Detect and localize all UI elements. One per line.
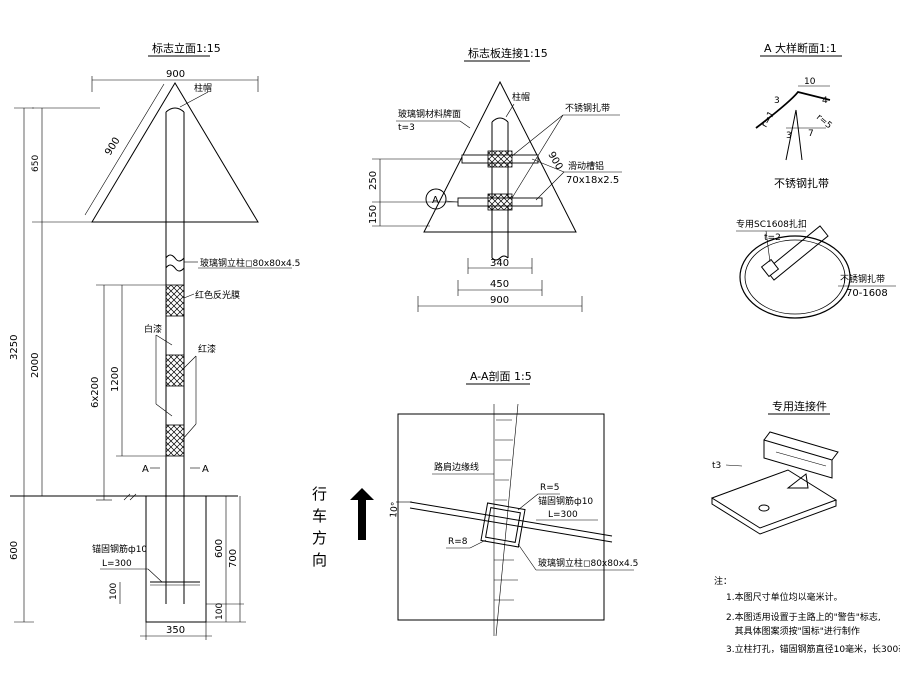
foundation-width-dim: 350: [166, 625, 185, 636]
connector-title: 专用连接件: [772, 399, 827, 413]
detail-a-callout: [425, 188, 447, 210]
section-post: [480, 502, 526, 548]
dim-2000: 2000: [30, 353, 41, 378]
board-cap-label: 柱帽: [512, 91, 530, 103]
red-paint-label: 红漆: [198, 343, 216, 355]
elevation-width-dim: 900: [166, 69, 185, 80]
anchor-rebar: [409, 501, 613, 537]
detail-r5: r=5: [814, 113, 833, 132]
note-1: 1.本图尺寸单位均以毫米计。: [726, 591, 843, 603]
dim-100-right: 100: [215, 603, 225, 620]
connector-base-plate: [710, 469, 838, 529]
section-r5: R=5: [540, 483, 560, 493]
post-cap: [165, 107, 185, 113]
buckle-thickness: t=2: [764, 233, 781, 243]
connector-thickness: t3: [712, 461, 721, 471]
section-anchor-label: 锚固钢筋ф10: [538, 495, 593, 507]
detail-a-mark: A: [432, 195, 439, 206]
frp-face-label: 玻璃钢材料牌面: [398, 108, 461, 120]
dim-900: 900: [490, 295, 509, 306]
dim-250: 250: [368, 171, 379, 190]
direction-char-1: 行: [312, 485, 327, 503]
dim-650: 650: [31, 155, 41, 172]
connector-view: 专用连接件 t3: [710, 399, 839, 535]
notes-heading: 注：: [714, 575, 732, 587]
elevation-anchor-label: 锚固钢筋ф10: [92, 543, 147, 555]
warning-triangle: [91, 82, 259, 223]
direction-char-3: 方: [312, 529, 327, 547]
detail-dim-3a: 3: [774, 96, 780, 106]
strap-view: 不锈钢扎带 专用SC1608扎扣 t=2 不锈钢扎带 70-1608: [736, 176, 896, 319]
elevation-anchor-length: L=300: [102, 559, 132, 569]
section-angle: 10°: [389, 501, 401, 518]
detail-dim-3b: 3: [786, 131, 792, 141]
frp-thickness: t=3: [398, 123, 415, 133]
slide-rail-label: 滑动槽铝: [568, 160, 604, 172]
note-3: 3.立柱打孔，锚固钢筋直径10毫米，长300毫米。: [726, 643, 900, 655]
dim-1200: 1200: [110, 367, 121, 392]
detail-dim-4: 4: [822, 96, 828, 106]
elevation-cap-label: 柱帽: [194, 82, 212, 94]
strap-label: 不锈钢扎带: [840, 273, 885, 285]
strap-ring: [739, 235, 851, 319]
note-2: 2.本图适用设置于主路上的"警告"标志,: [726, 611, 881, 623]
concrete-foundation: [145, 495, 207, 623]
section-mark-left: A: [142, 464, 149, 475]
section-mark-right: A: [202, 464, 209, 475]
slide-rail-size: 70x18x2.5: [566, 175, 619, 186]
board-title: 标志板连接1:15: [468, 46, 548, 60]
section-aa-title: A-A剖面 1:5: [470, 369, 532, 383]
reflective-band-2: [165, 354, 185, 387]
reflective-band-1: [165, 284, 185, 317]
notes: 注： 1.本图尺寸单位均以毫米计。 2.本图适用设置于主路上的"警告"标志, 其…: [714, 575, 900, 655]
special-buckle-label: 专用SC1608扎扣: [736, 218, 807, 230]
dim-100-left: 100: [109, 583, 119, 600]
direction-char-4: 向: [312, 551, 327, 569]
section-anchor-length: L=300: [548, 510, 578, 520]
strap-title: 不锈钢扎带: [774, 176, 829, 190]
dim-700: 700: [228, 549, 239, 568]
elevation-view: 标志立面1:15 900 900 柱帽 玻璃钢立柱◻80x80x4.5 红色反光…: [9, 41, 300, 640]
dim-600-right: 600: [214, 539, 225, 558]
white-paint-label: 白漆: [144, 323, 162, 335]
elevation-title: 标志立面1:15: [152, 41, 221, 55]
detail-dim-7: 7: [808, 129, 814, 139]
dim-3250: 3250: [9, 335, 20, 360]
detail-dim-10: 10: [804, 77, 816, 87]
board-connection-view: 标志板连接1:15 柱帽 玻璃钢材料牌面 t=3 不锈钢扎带 滑动槽铝 70x1…: [368, 46, 622, 312]
direction-char-2: 车: [312, 507, 327, 525]
dim-340: 340: [490, 258, 509, 269]
elevation-post-label: 玻璃钢立柱◻80x80x4.5: [200, 257, 300, 269]
travel-direction-arrow: [350, 488, 374, 540]
section-aa-view: A-A剖面 1:5 路肩边缘线 10° R=5 锚固钢筋ф10 L=300 R=…: [312, 369, 638, 637]
note-2-cont: 其具体图案须按"国标"进行制作: [726, 625, 860, 637]
dim-450: 450: [490, 279, 509, 290]
dim-6x200: 6x200: [90, 377, 101, 408]
dim-150: 150: [368, 205, 379, 224]
reflective-band-3: [165, 424, 185, 457]
detail-a-title: A 大样断面1:1: [764, 41, 837, 55]
section-post-label: 玻璃钢立柱◻80x80x4.5: [538, 557, 638, 569]
connector-channel: [763, 439, 833, 479]
board-strap-label: 不锈钢扎带: [565, 102, 610, 114]
detail-a-view: A 大样断面1:1 10 3 4 r=1 r=5 3 7: [755, 41, 842, 161]
strap-size: 70-1608: [846, 288, 888, 299]
road-edge-label: 路肩边缘线: [434, 461, 479, 473]
triangle-side-dim: 900: [103, 136, 122, 158]
reflective-film-label: 红色反光膜: [195, 289, 240, 301]
board-side-dim: 900: [545, 150, 564, 172]
section-r8: R=8: [448, 537, 468, 547]
dim-600-left: 600: [9, 541, 20, 560]
